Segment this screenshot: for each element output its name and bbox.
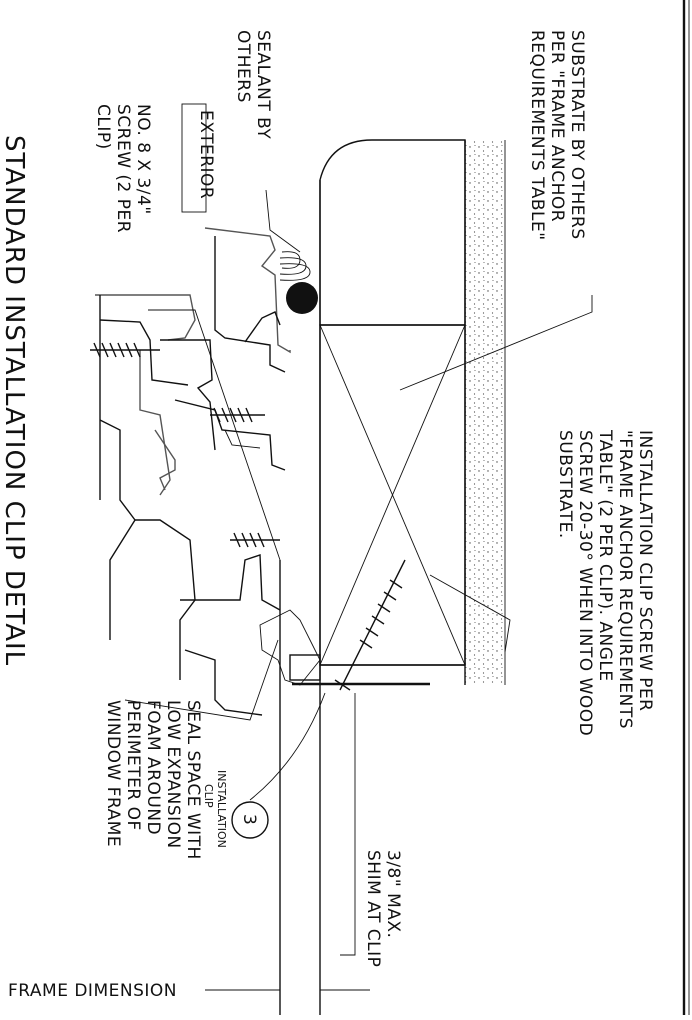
frame-screw-upper [90, 342, 160, 358]
shim-label-line-2: SHIM AT CLIP [363, 850, 383, 967]
frame-screw-lower [230, 532, 280, 548]
frame-dimension-label: FRAME DIMENSION [8, 981, 177, 1001]
sealant-joint [279, 251, 318, 314]
substrate-label-line-2: PER "FRAME ANCHOR [547, 30, 567, 222]
substrate-label-line-1: SUBSTRATE BY OTHERS [567, 30, 587, 240]
backer-rod [286, 282, 318, 314]
sealant-label-line-1: SEALANT BY [253, 30, 273, 139]
seal-space-label-line-1: SEAL SPACE WITH [183, 700, 203, 860]
low-expansion-foam [259, 609, 321, 686]
seal-space-label-line-4: PERIMETER OF [123, 700, 143, 831]
installation-clip-screw [334, 559, 406, 691]
substrate-block [319, 139, 506, 685]
substrate-label-line-3: REQUIREMENTS TABLE" [527, 30, 547, 241]
leader-lines [124, 189, 593, 991]
seal-space-label-line-5: WINDOW FRAME [103, 700, 123, 847]
drawing-title: STANDARD INSTALLATION CLIP DETAIL [0, 135, 29, 666]
screw-label-line-1: NO. 8 X 3/4" [133, 104, 153, 215]
seal-space-label-line-3: FOAM AROUND [143, 700, 163, 835]
exterior-tag: EXTERIOR [181, 103, 216, 213]
clip-screw-label-line-4: SCREW 20-30° WHEN INTO WOOD [575, 430, 595, 736]
exterior-label: EXTERIOR [196, 110, 216, 199]
reference-lines [279, 180, 321, 1015]
window-frame-profile [95, 227, 291, 716]
seal-space-label-line-2: LOW EXPANSION [163, 700, 183, 849]
clip-screw-label-line-3: TABLE" (2 PER CLIP). ANGLE [595, 429, 615, 682]
clip-screw-label-line-2: "FRAME ANCHOR REQUIREMENTS [615, 430, 635, 729]
frame-screw-middle [210, 407, 265, 423]
clip-screw-label-line-1: INSTALLATION CLIP SCREW PER [635, 430, 655, 712]
clip-screw-label-line-5: SUBSTRATE. [555, 430, 575, 539]
callout-number: 3 [239, 814, 259, 825]
shim [289, 654, 321, 681]
sheet-border [682, 0, 690, 1015]
screw-label-line-2: SCREW (2 PER [113, 104, 133, 233]
callout-label-line-2: CLIP [202, 784, 215, 808]
installation-clip-callout: 3 INSTALLATION CLIP [202, 770, 269, 848]
callout-label-line-1: INSTALLATION [215, 770, 228, 848]
sealant-label-line-2: OTHERS [233, 30, 253, 103]
shim-label-line-1: 3/8" MAX. [383, 850, 403, 938]
screw-label-line-3: CLIP) [93, 104, 113, 150]
